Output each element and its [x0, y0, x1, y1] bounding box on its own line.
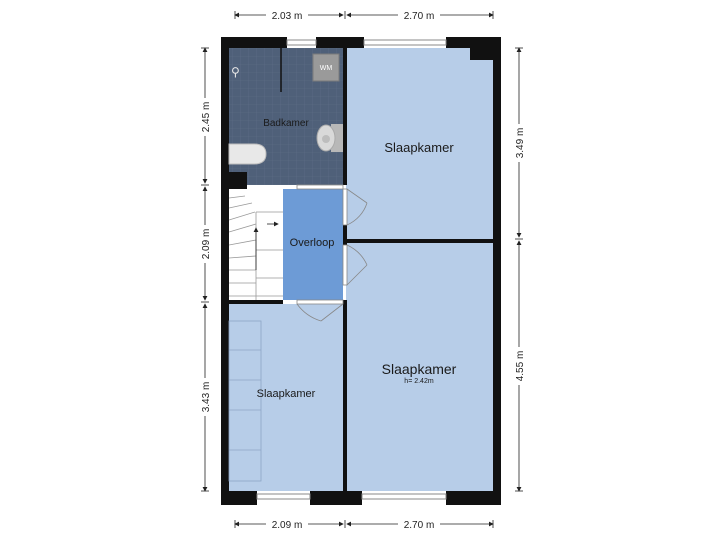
toilet-seat-icon — [322, 135, 330, 143]
dim-top-right: 2.70 m — [404, 11, 435, 22]
bathtub — [228, 143, 267, 165]
bedroom-bottom-right-floor — [346, 243, 493, 491]
wardrobe — [228, 320, 262, 482]
bedroom-top-right-label: Slaapkamer — [384, 140, 454, 155]
bedroom-bottom-left-label: Slaapkamer — [257, 388, 316, 400]
bedroom-bottom-left-floor — [229, 304, 344, 491]
bedroom-bottom-right-label: Slaapkamer — [382, 361, 457, 377]
ceiling-height-note: h= 2.42m — [404, 378, 434, 385]
shower-tap-icon: ⚲ — [231, 65, 240, 79]
bedroom-top-right-floor — [346, 48, 493, 240]
dim-left-top: 2.45 m — [201, 102, 212, 133]
dim-right-top: 3.49 m — [515, 128, 526, 159]
washing-machine-label: WM — [320, 65, 333, 72]
dim-left-bottom: 3.43 m — [201, 382, 212, 413]
windows — [256, 39, 447, 500]
dim-bottom-right: 2.70 m — [404, 520, 435, 531]
doors — [296, 184, 368, 322]
washing-machine — [312, 53, 340, 82]
dim-top-left: 2.03 m — [272, 11, 303, 22]
landing-label: Overloop — [290, 237, 335, 249]
bathroom-label: Badkamer — [263, 118, 309, 129]
dim-right-bottom: 4.55 m — [515, 351, 526, 382]
walls — [221, 37, 501, 505]
dim-left-middle: 2.09 m — [201, 229, 212, 260]
dimension-ticks — [201, 11, 523, 528]
dim-bottom-left: 2.09 m — [272, 520, 303, 531]
landing-floor — [283, 189, 343, 300]
